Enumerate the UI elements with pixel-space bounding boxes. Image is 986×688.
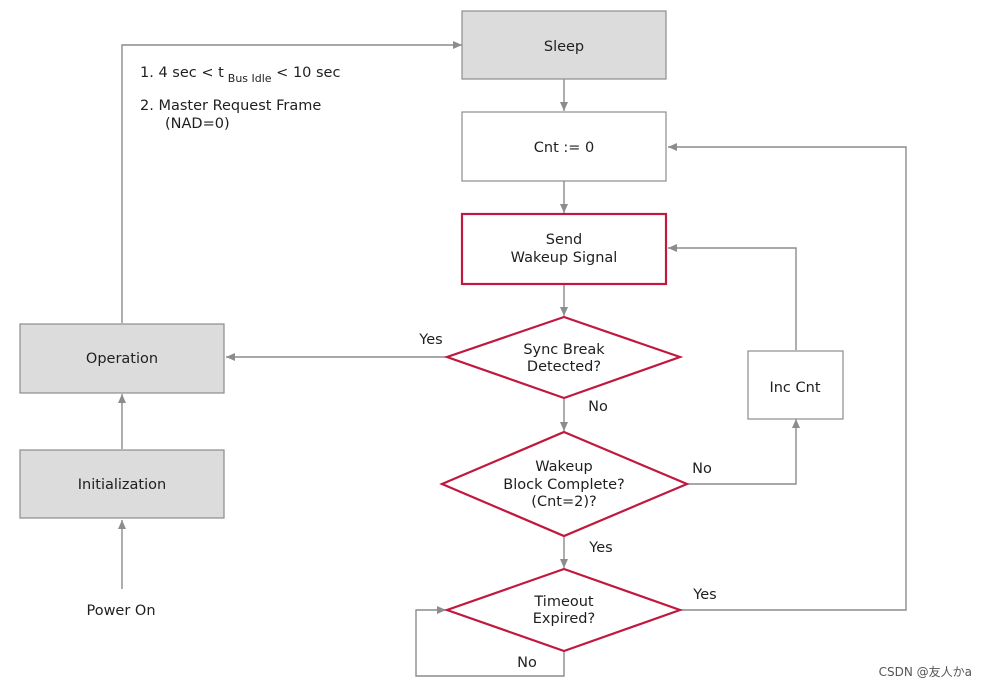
decision-sync-break: Sync Break Detected? bbox=[443, 315, 684, 400]
cnt-reset-label: Cnt := 0 bbox=[534, 140, 594, 156]
edges bbox=[118, 41, 907, 677]
send-label-line2: Wakeup Signal bbox=[511, 250, 618, 266]
node-cnt-reset: Cnt := 0 bbox=[461, 111, 667, 182]
node-sleep: Sleep bbox=[461, 10, 667, 80]
inc-cnt-label: Inc Cnt bbox=[769, 380, 820, 396]
transition-notes: 1. 4 sec < t Bus Idle < 10 sec 2. Master … bbox=[140, 65, 340, 132]
note-item-1-subscript: Bus Idle bbox=[228, 72, 272, 85]
note-item-1-prefix: 1. 4 sec < t bbox=[140, 65, 224, 81]
wakeup-label-line1: Wakeup bbox=[535, 459, 593, 475]
node-initialization: Initialization bbox=[19, 449, 225, 519]
note-item-1: 1. 4 sec < t Bus Idle < 10 sec bbox=[140, 65, 340, 85]
send-label-line1: Send bbox=[546, 232, 583, 248]
edge-operation-to-sleep bbox=[121, 41, 462, 323]
timeout-label-line1: Timeout bbox=[533, 594, 594, 610]
label-wakeup-no: No bbox=[692, 461, 712, 477]
label-wakeup-yes: Yes bbox=[588, 540, 612, 556]
label-timeout-no: No bbox=[517, 655, 537, 671]
operation-label: Operation bbox=[86, 351, 158, 367]
decision-wakeup-block: Wakeup Block Complete? (Cnt=2)? bbox=[439, 430, 690, 538]
csdn-watermark: CSDN @友人かa bbox=[879, 665, 972, 679]
note-item-2-line1: 2. Master Request Frame bbox=[140, 98, 321, 114]
sync-label-line1: Sync Break bbox=[523, 342, 605, 358]
node-inc-cnt: Inc Cnt bbox=[747, 350, 844, 420]
decision-timeout: Timeout Expired? bbox=[443, 567, 684, 653]
note-item-2-line2: (NAD=0) bbox=[165, 116, 230, 132]
label-sync-yes: Yes bbox=[418, 332, 442, 348]
node-send-wakeup-signal: Send Wakeup Signal bbox=[460, 212, 668, 286]
wakeup-label-line2: Block Complete? bbox=[503, 477, 624, 493]
node-operation: Operation bbox=[19, 323, 225, 394]
label-sync-no: No bbox=[588, 399, 608, 415]
power-on-label: Power On bbox=[86, 603, 155, 619]
wakeup-label-line3: (Cnt=2)? bbox=[531, 494, 596, 510]
edge-wakeup-no-to-inc-cnt bbox=[686, 419, 800, 485]
note-item-1-suffix: < 10 sec bbox=[272, 65, 341, 81]
edge-timeout-yes-to-cnt bbox=[668, 143, 907, 611]
label-timeout-yes: Yes bbox=[692, 587, 716, 603]
initialization-label: Initialization bbox=[78, 477, 166, 493]
timeout-label-line2: Expired? bbox=[533, 611, 595, 627]
edge-timeout-no-loop bbox=[415, 606, 565, 677]
edge-inc-cnt-to-send bbox=[668, 244, 797, 350]
sleep-label: Sleep bbox=[544, 39, 584, 55]
sync-label-line2: Detected? bbox=[527, 359, 601, 375]
